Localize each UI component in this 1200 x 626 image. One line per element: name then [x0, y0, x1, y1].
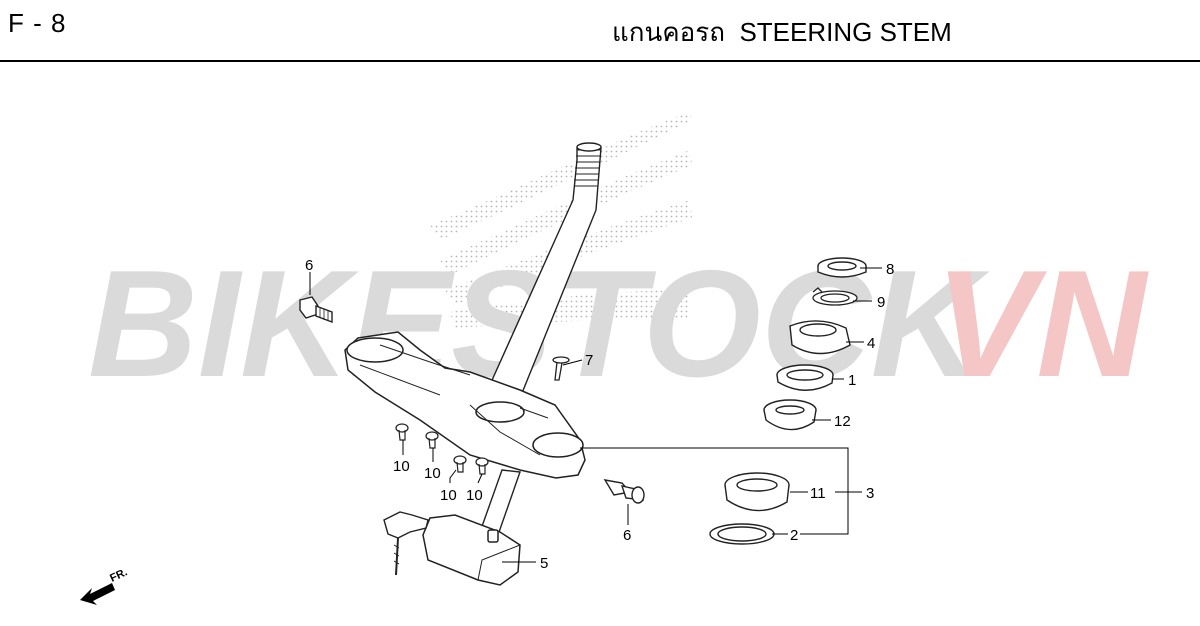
- callout-8: 8: [886, 261, 894, 278]
- callout-10-c: 10: [440, 487, 457, 504]
- title-english: STEERING STEM: [739, 17, 952, 47]
- washer-part-10-b: [425, 431, 439, 449]
- callout-3: 3: [866, 485, 874, 502]
- bearing-part-11: [724, 472, 790, 512]
- callout-12: 12: [834, 413, 851, 430]
- stem-lower-section: [479, 469, 521, 536]
- lower-bracket: [344, 331, 586, 479]
- callout-5: 5: [540, 555, 548, 572]
- bearing-race-part-1: [776, 364, 834, 391]
- callout-6-upper: 6: [305, 257, 313, 274]
- locknut-part-8: [817, 257, 867, 278]
- adjusting-nut-part-4: [789, 320, 851, 355]
- front-arrow-icon: [80, 583, 115, 605]
- leader-lines: [309, 267, 882, 563]
- callout-10-a: 10: [393, 458, 410, 475]
- callout-10-d: 10: [466, 487, 483, 504]
- washer-part-10-a: [395, 423, 409, 441]
- callout-1: 1: [848, 372, 856, 389]
- ignition-switch: [422, 514, 521, 586]
- screw-part-7: [552, 356, 570, 381]
- washer-part-10-d: [475, 457, 489, 475]
- ignition-key: [383, 511, 429, 576]
- dust-seal-part-2: [709, 523, 775, 545]
- callout-9: 9: [877, 294, 885, 311]
- callout-10-b: 10: [424, 465, 441, 482]
- bearing-part-12: [763, 399, 817, 431]
- callout-labels: 8 9 4 1 12 11 3 2 7 6 6 5 10 10 10 10: [305, 257, 894, 572]
- callout-2: 2: [790, 527, 798, 544]
- title-thai: แกนคอรถ: [612, 17, 725, 47]
- callout-7: 7: [585, 352, 593, 369]
- washer-part-10-c: [453, 455, 467, 473]
- callout-4: 4: [867, 335, 875, 352]
- header-divider: [0, 60, 1200, 62]
- bolt-part-6-lower: [603, 479, 645, 504]
- watermark-red-text: VN: [935, 239, 1149, 409]
- bolt-part-6-upper: [299, 296, 333, 324]
- lock-washer-part-9: [812, 287, 858, 306]
- front-direction-marker: FR.: [80, 566, 129, 605]
- callout-6-lower: 6: [623, 527, 631, 544]
- wing-logo-watermark: [430, 112, 692, 328]
- watermark: BIKESTOCK VN: [88, 239, 1149, 409]
- front-label: FR.: [108, 566, 129, 584]
- page-code: F - 8: [8, 8, 67, 38]
- callout-11: 11: [810, 485, 826, 502]
- page-title: แกนคอรถ STEERING STEM: [612, 12, 952, 53]
